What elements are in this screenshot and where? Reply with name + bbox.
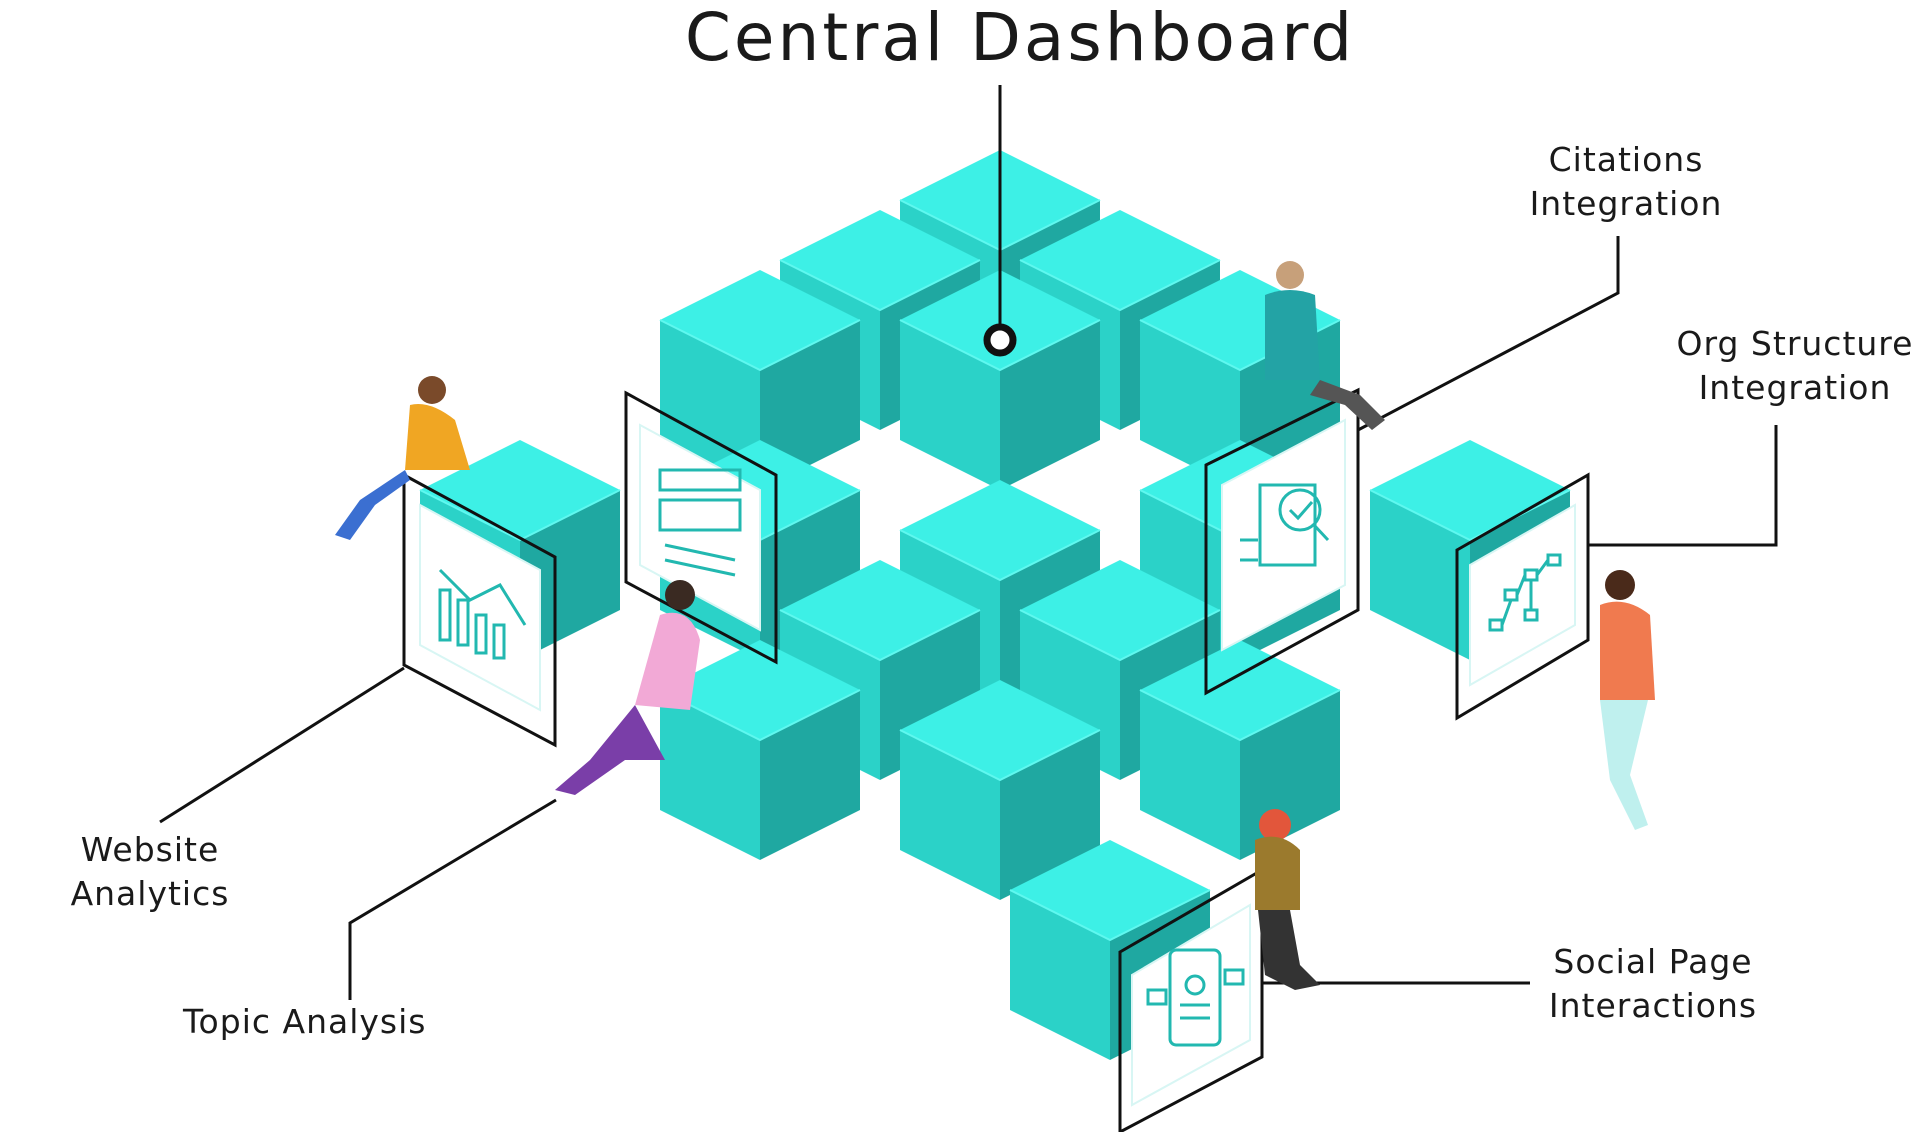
central-dashboard-title: Central Dashboard — [684, 0, 1356, 76]
label-website-line1: Website — [80, 830, 220, 869]
label-social-line2: Interactions — [1548, 986, 1758, 1025]
label-citations-integration: Citations Integration — [1526, 138, 1726, 226]
label-website-analytics: Website Analytics — [50, 828, 250, 916]
connector-topic-analysis — [348, 798, 557, 1000]
connector-org-structure — [1588, 425, 1778, 547]
label-social-page-interactions: Social Page Interactions — [1538, 940, 1768, 1028]
panel-social-page — [1118, 867, 1264, 1132]
person-orange-top — [1600, 570, 1655, 830]
connector-citations — [1357, 236, 1620, 432]
person-orange-shirt — [335, 376, 470, 540]
label-org-line2: Integration — [1698, 368, 1892, 407]
connector-website-analytics — [159, 666, 405, 824]
network-hierarchy-icon — [1488, 553, 1562, 632]
person-pink-shirt — [555, 580, 700, 795]
panel-website-analytics — [402, 472, 557, 748]
label-citations-line1: Citations — [1548, 140, 1704, 179]
label-topic-analysis: Topic Analysis — [183, 1002, 427, 1041]
panel-topic-analysis — [624, 390, 778, 665]
panel-citations — [1204, 387, 1360, 696]
cube-cluster — [419, 149, 1571, 1061]
mobile-social-icon — [1146, 948, 1245, 1047]
label-org-line1: Org Structure — [1676, 324, 1914, 363]
label-citations-line2: Integration — [1529, 184, 1723, 223]
label-website-line2: Analytics — [70, 874, 230, 913]
panel-org-structure — [1455, 472, 1590, 721]
bar-chart-trend-icon — [438, 568, 527, 660]
person-teal-jacket — [1265, 261, 1385, 430]
person-red-hair — [1255, 809, 1320, 990]
document-magnifier-check-icon — [1240, 483, 1330, 567]
label-org-structure-integration: Org Structure Integration — [1670, 322, 1920, 410]
label-social-line1: Social Page — [1553, 942, 1753, 981]
dashboard-marker-icon — [983, 323, 1017, 357]
document-layout-icon — [658, 468, 742, 577]
